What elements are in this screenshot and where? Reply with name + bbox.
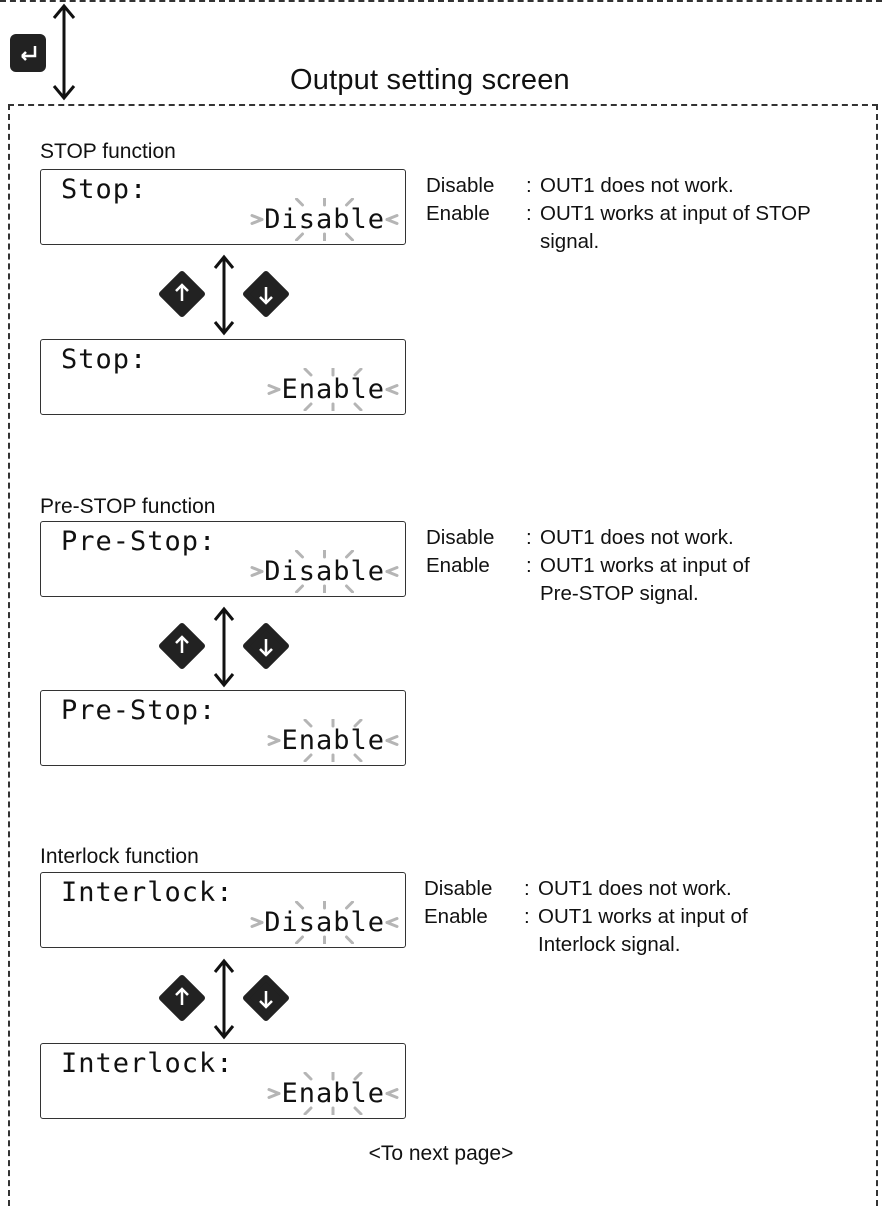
up-key-icon xyxy=(159,271,205,317)
down-key-icon xyxy=(243,623,289,669)
desc-text: OUT1 works at input of xyxy=(538,905,748,928)
lcd-line1: Interlock: xyxy=(61,1048,234,1079)
double-arrow-icon xyxy=(52,3,76,101)
lcd-stop-enable: Stop: Enable xyxy=(40,339,406,415)
desc-key: Enable xyxy=(426,554,490,577)
down-key-icon xyxy=(243,975,289,1021)
up-key-icon xyxy=(159,623,205,669)
updown-keys-interlock xyxy=(148,958,298,1047)
lcd-line2-blinking: Disable xyxy=(264,907,385,938)
double-arrow-icon xyxy=(213,606,235,688)
updown-keys-stop xyxy=(148,254,298,343)
up-key-icon xyxy=(159,975,205,1021)
desc-text: OUT1 does not work. xyxy=(540,526,734,549)
desc-text: OUT1 works at input of STOP xyxy=(540,202,811,225)
desc-key: Enable xyxy=(424,905,488,928)
desc-key: Disable xyxy=(426,174,495,197)
lcd-interlock-disable: Interlock: Disable xyxy=(40,872,406,948)
desc-text: OUT1 works at input of xyxy=(540,554,750,577)
lcd-line1: Stop: xyxy=(61,174,148,205)
desc-key: Enable xyxy=(426,202,490,225)
updown-keys-prestop xyxy=(148,606,298,695)
section-label-prestop: Pre-STOP function xyxy=(40,495,216,518)
top-dashed-border xyxy=(0,0,882,2)
lcd-line1: Stop: xyxy=(61,344,148,375)
desc-key: Disable xyxy=(424,877,493,900)
section-label-stop: STOP function xyxy=(40,140,176,163)
description-prestop: Disable:OUT1 does not work. Enable:OUT1 … xyxy=(426,524,870,608)
desc-continuation: signal. xyxy=(540,230,600,253)
lcd-line2-blinking: Enable xyxy=(281,725,385,756)
lcd-line1: Pre-Stop: xyxy=(61,526,217,557)
section-label-interlock: Interlock function xyxy=(40,845,199,868)
page-title: Output setting screen xyxy=(290,64,570,96)
desc-key: Disable xyxy=(426,526,495,549)
next-page-label: <To next page> xyxy=(368,1142,514,1165)
lcd-line2-blinking: Enable xyxy=(281,1078,385,1109)
lcd-stop-disable: Stop: Disable xyxy=(40,169,406,245)
lcd-line2-blinking: Disable xyxy=(264,556,385,587)
desc-text: OUT1 does not work. xyxy=(538,877,732,900)
desc-text: OUT1 does not work. xyxy=(540,174,734,197)
desc-continuation: Interlock signal. xyxy=(538,933,681,956)
description-stop: Disable:OUT1 does not work. Enable:OUT1 … xyxy=(426,172,870,256)
desc-continuation: Pre-STOP signal. xyxy=(540,582,699,605)
lcd-line1: Interlock: xyxy=(61,877,234,908)
description-interlock: Disable:OUT1 does not work. Enable:OUT1 … xyxy=(424,875,868,959)
double-arrow-icon xyxy=(213,254,235,336)
lcd-prestop-disable: Pre-Stop: Disable xyxy=(40,521,406,597)
lcd-prestop-enable: Pre-Stop: Enable xyxy=(40,690,406,766)
double-arrow-icon xyxy=(213,958,235,1040)
lcd-line2-blinking: Enable xyxy=(281,374,385,405)
lcd-line1: Pre-Stop: xyxy=(61,695,217,726)
down-key-icon xyxy=(243,271,289,317)
lcd-line2-blinking: Disable xyxy=(264,204,385,235)
lcd-interlock-enable: Interlock: Enable xyxy=(40,1043,406,1119)
setting-frame xyxy=(8,104,878,1206)
enter-key-icon xyxy=(10,34,46,72)
